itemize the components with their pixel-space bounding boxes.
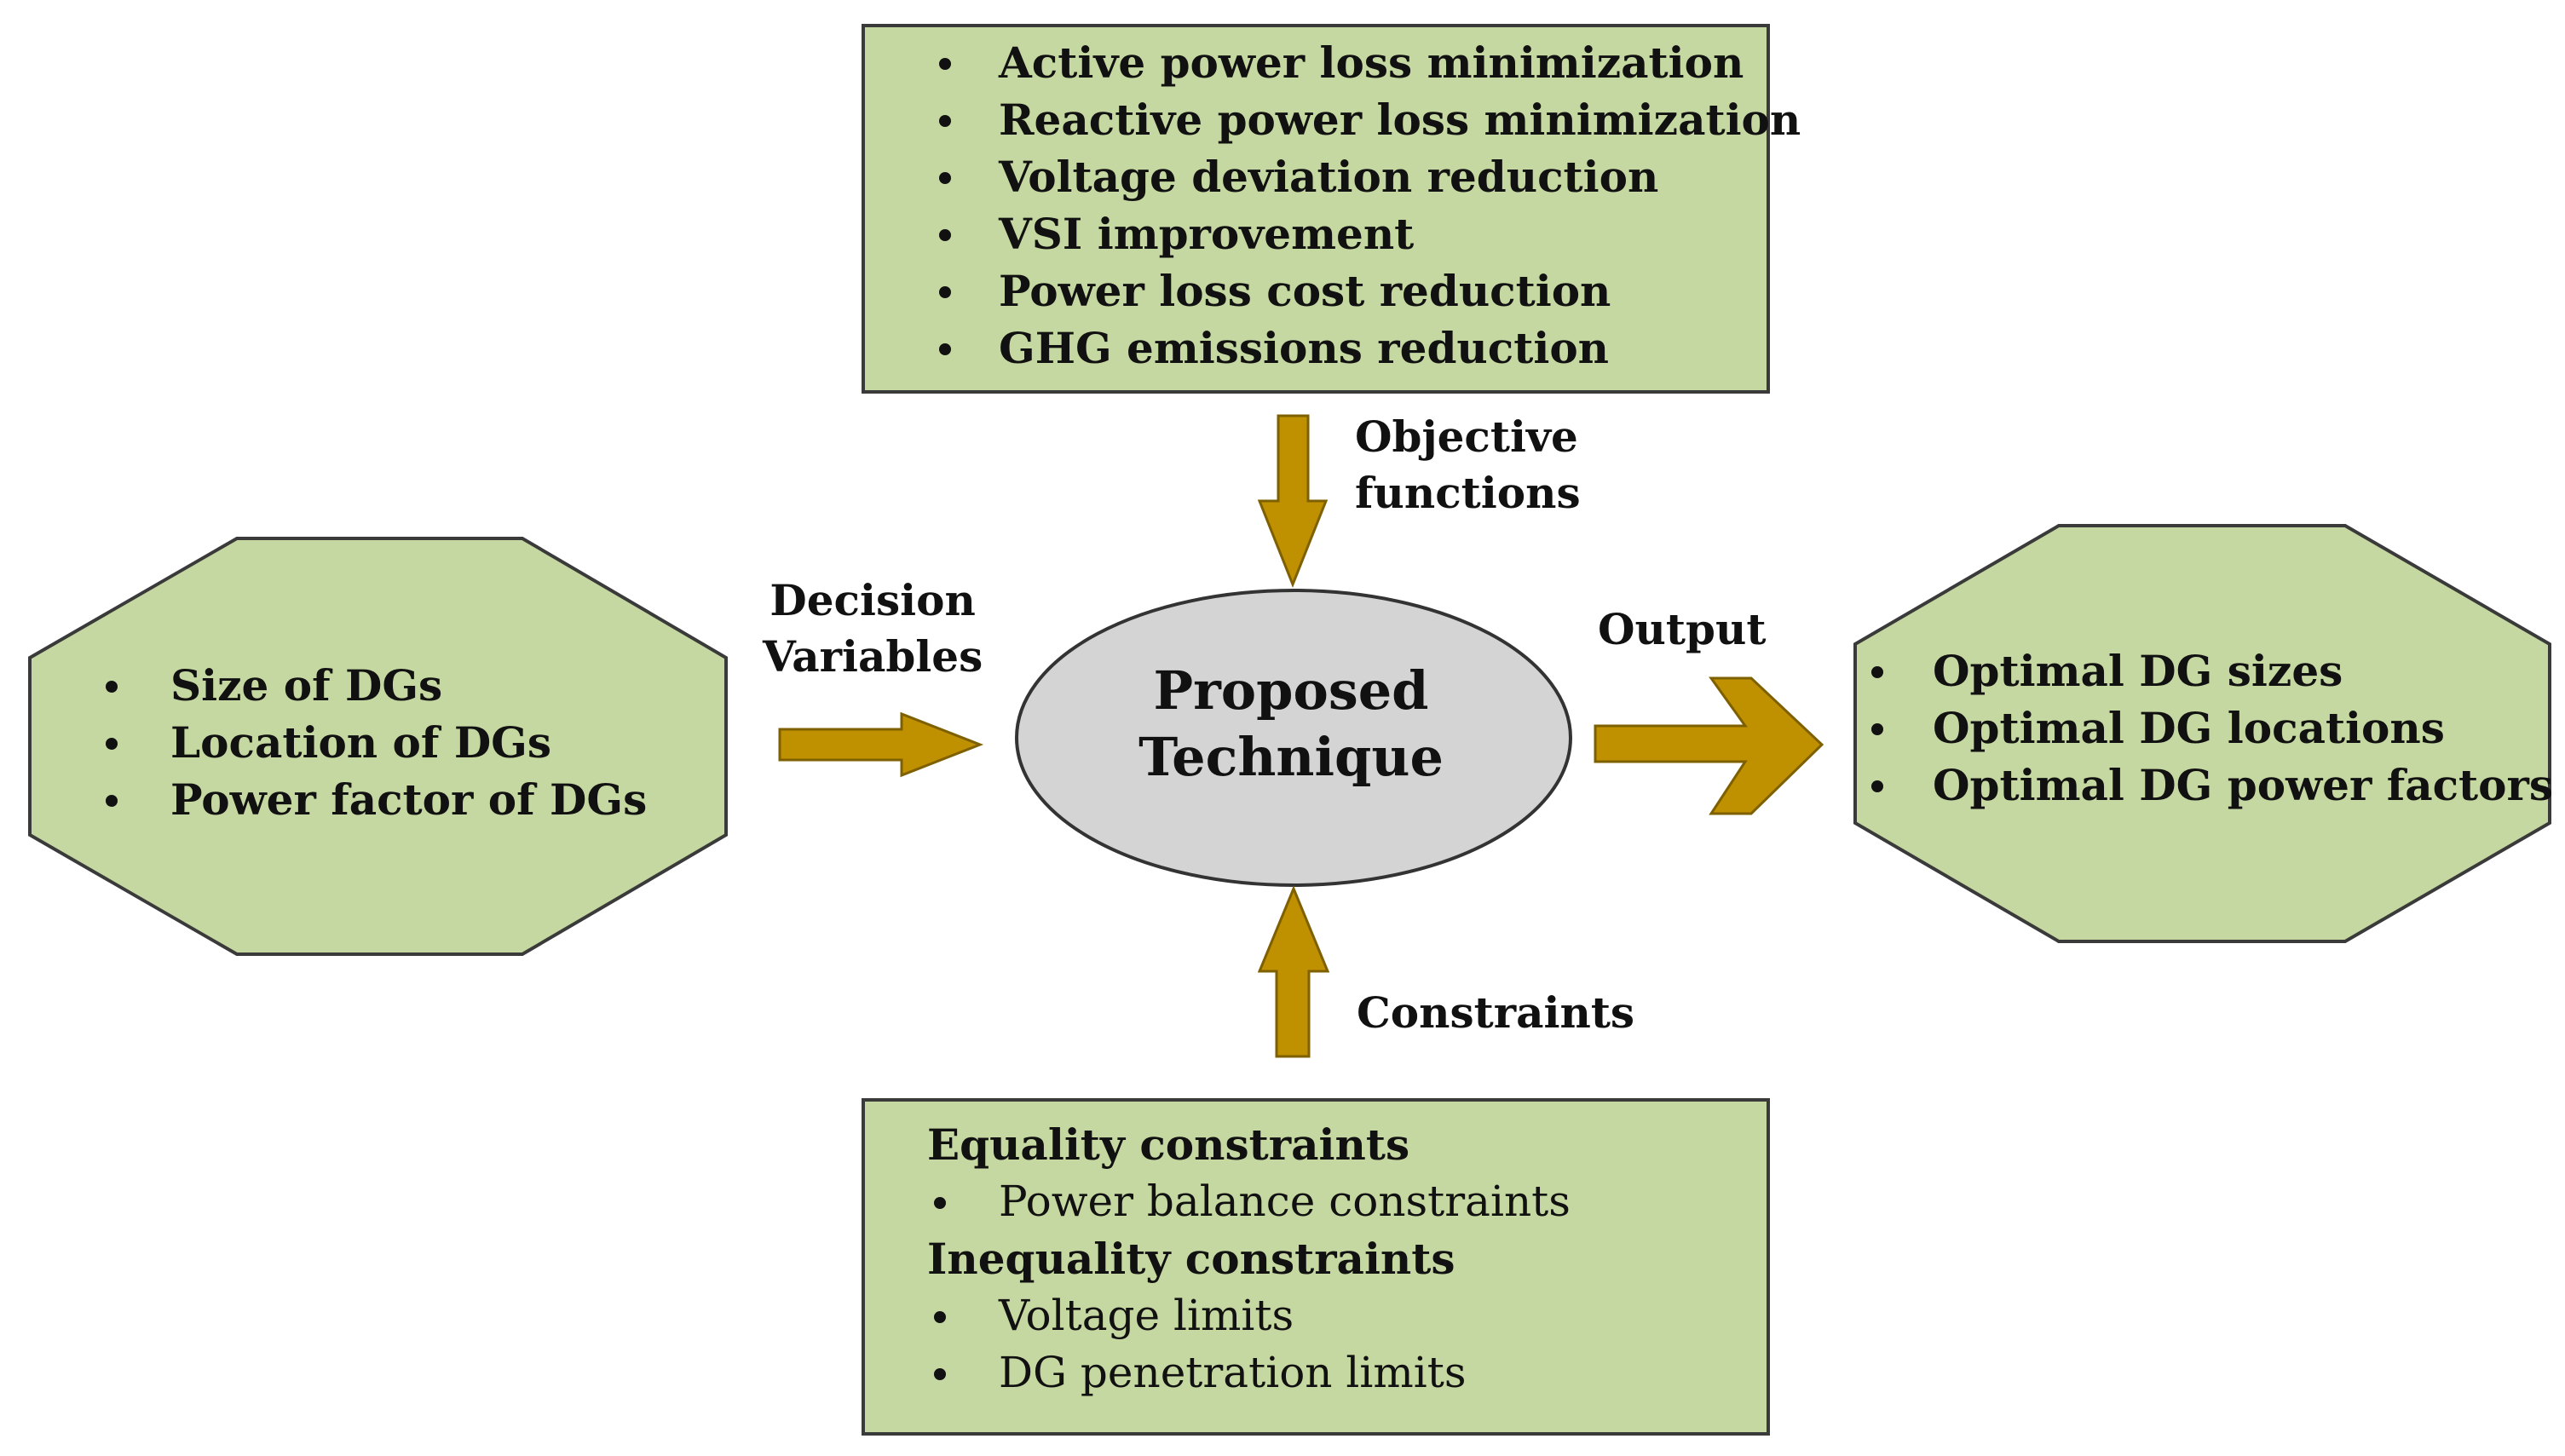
list-item: Power balance constraints [927,1173,1571,1230]
bullet-icon [934,1311,946,1323]
bullet-icon [106,795,118,807]
proposed-technique-ellipse [1015,589,1572,887]
objectives-box [862,24,1770,394]
bullet-icon [934,1197,946,1209]
list-item: Size of DGs [106,657,647,714]
bullet-icon [939,115,951,127]
constraints-arrow [1257,885,1330,1058]
bullet-icon [1871,666,1883,678]
list-item: Optimal DG sizes [1871,642,2553,699]
list-item: DG penetration limits [927,1344,1571,1401]
decision-variables-list: Size of DGs Location of DGs Power factor… [106,657,647,828]
bullet-icon [1871,723,1883,735]
output-octagon [1853,524,2551,943]
objective-functions-arrow [1257,414,1329,589]
list-item: Reactive power loss minimization [939,91,1801,148]
list-item: Voltage limits [927,1287,1571,1344]
list-item: Active power loss minimization [939,34,1801,91]
decision-variables-octagon [28,537,728,956]
constraints-label: Constraints [1357,987,1635,1038]
list-item: Optimal DG locations [1871,699,2553,757]
constraints-box [862,1098,1770,1436]
proposed-technique-label: Proposed Technique [1014,658,1568,791]
bullet-icon [1871,780,1883,792]
objective-functions-label: Objective functions [1355,409,1581,521]
list-item: Optimal DG power factors [1871,757,2553,814]
decision-variables-arrow [778,711,984,778]
decision-label-line2: Variables [763,631,983,682]
outputs-list: Optimal DG sizes Optimal DG locations Op… [1871,642,2553,814]
list-item: Power factor of DGs [106,771,647,828]
output-arrow [1594,676,1824,815]
bullet-icon [939,286,951,298]
inequality-constraints-heading: Inequality constraints [927,1234,1455,1284]
list-item: Power loss cost reduction [939,262,1801,319]
equality-constraints-heading: Equality constraints [927,1119,1410,1170]
bullet-icon [939,229,951,241]
bullet-icon [939,172,951,184]
objective-label-line2: functions [1355,468,1581,518]
constraints-content: Equality constraints Power balance const… [927,1116,1571,1401]
decision-variables-label: Decision Variables [763,573,983,685]
decision-label-line1: Decision [770,575,976,625]
list-item: VSI improvement [939,205,1801,262]
list-item: Voltage deviation reduction [939,148,1801,205]
objectives-list: Active power loss minimization Reactive … [939,34,1801,377]
bullet-icon [939,58,951,70]
list-item: GHG emissions reduction [939,319,1801,377]
objective-label-line1: Objective [1355,411,1578,462]
bullet-icon [106,681,118,693]
bullet-icon [106,738,118,750]
center-label-line2: Technique [1138,726,1444,788]
bullet-icon [934,1368,946,1380]
bullet-icon [939,343,951,355]
list-item: Location of DGs [106,714,647,771]
center-label-line1: Proposed [1153,659,1429,722]
output-label: Output [1598,604,1767,654]
